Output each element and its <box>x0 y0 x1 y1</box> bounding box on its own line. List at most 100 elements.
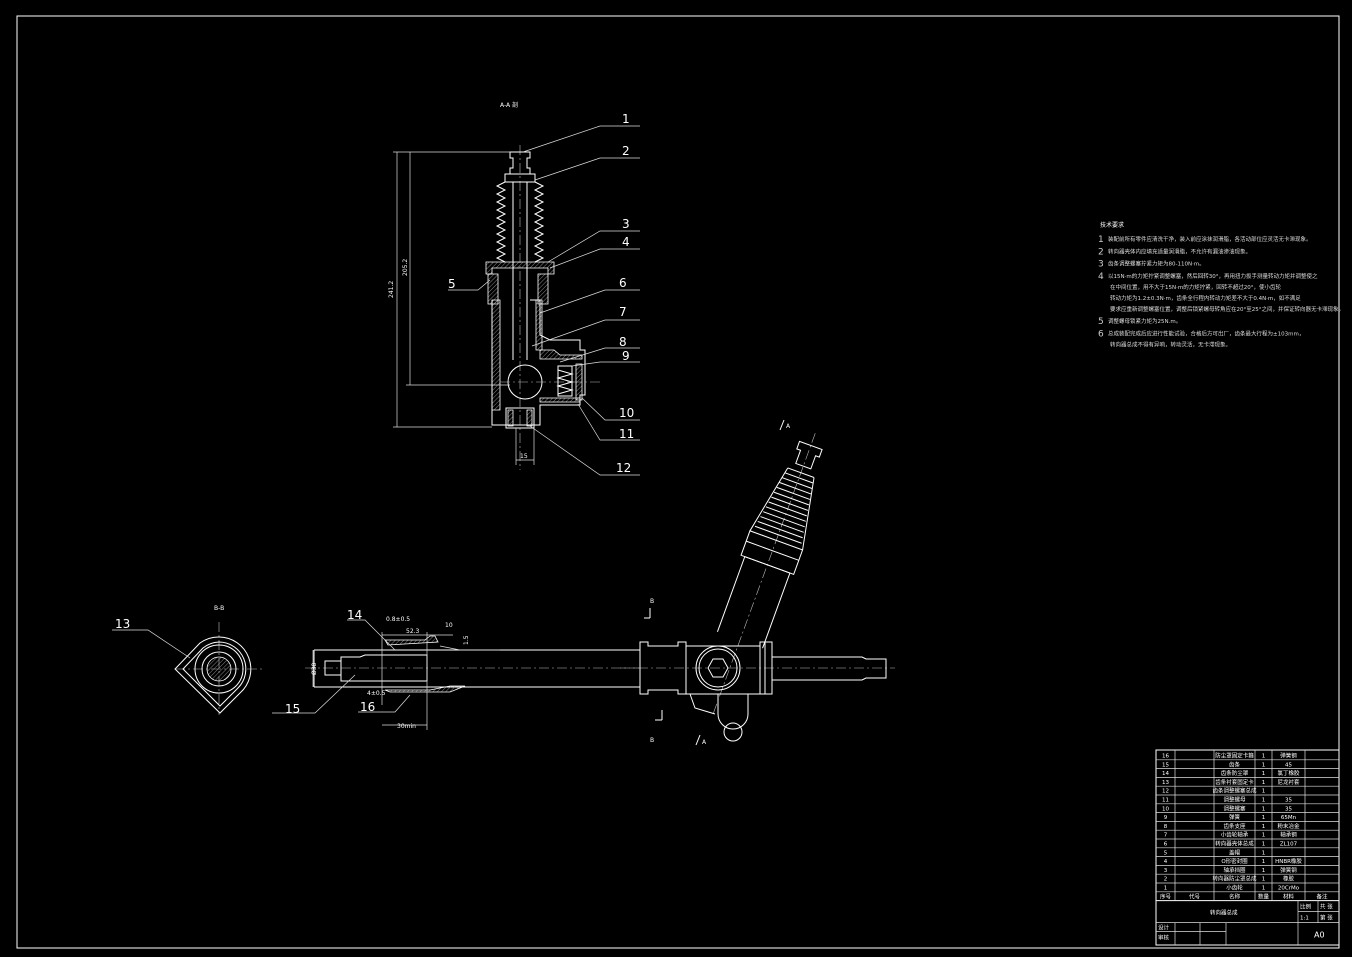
parts-cell-qty: 1 <box>1262 842 1266 848</box>
parts-cell-no: 2 <box>1164 877 1168 883</box>
steering-gear-assembly: B B A A <box>620 419 895 746</box>
dim-center-height: 205.2 <box>402 259 409 276</box>
balloon-1: 1 <box>622 112 630 126</box>
note-line: 转向器壳体内应填充适量润滑脂，不允许有漏油渗油现象。 <box>1108 247 1251 255</box>
scale-value: 1:1 <box>1300 916 1309 922</box>
note-line: 调整螺母锁紧力矩为25N.m。 <box>1108 317 1181 325</box>
sheet-number: 第 张 <box>1320 914 1333 922</box>
parts-cell-no: 1 <box>1164 886 1168 892</box>
parts-cell-material: 弹簧钢 <box>1280 752 1297 760</box>
parts-cell-material: 尼龙衬套 <box>1277 778 1300 786</box>
section-mark-b-bottom: B <box>650 737 654 744</box>
parts-cell-name: 轴承挡圈 <box>1223 866 1246 874</box>
parts-header-material: 材料 <box>1283 892 1295 900</box>
note-line: 齿条调整螺塞拧紧力矩为80-110N·m。 <box>1108 260 1205 268</box>
note-line: 以15N·m的力矩拧紧调整螺塞，然后回转30°，再用扭力扳手测量转动力矩并调整使… <box>1108 272 1318 280</box>
balloon-3: 3 <box>622 217 630 231</box>
parts-cell-material: 氯丁橡胶 <box>1277 769 1300 777</box>
parts-cell-qty: 1 <box>1262 771 1266 777</box>
designed-label: 设计 <box>1158 924 1170 932</box>
parts-cell-name: 齿条调整螺塞总成 <box>1212 787 1257 795</box>
parts-cell-qty: 1 <box>1262 886 1266 892</box>
parts-cell-qty: 1 <box>1262 815 1266 821</box>
balloon-11: 11 <box>619 427 634 441</box>
parts-cell-name: 防尘罩固定卡箍 <box>1215 752 1254 760</box>
parts-cell-material: 轴承钢 <box>1280 831 1297 839</box>
parts-cell-name: 齿条支座 <box>1223 822 1246 830</box>
parts-cell-material: HNBR橡胶 <box>1275 857 1302 865</box>
parts-cell-qty: 1 <box>1262 798 1266 804</box>
balloon-8: 8 <box>619 335 627 349</box>
parts-cell-no: 14 <box>1162 771 1169 777</box>
note-line: 要求应重新调整螺塞位置，调整后锁紧螺母转角应在20°至25°之间，并保证转向器无… <box>1110 305 1344 313</box>
dim-boot-length: 52.3 <box>406 628 420 635</box>
parts-cell-material: 橡胶 <box>1283 875 1295 883</box>
parts-cell-qty: 1 <box>1262 850 1266 856</box>
parts-cell-qty: 1 <box>1262 859 1266 865</box>
parts-cell-material: 35 <box>1285 798 1292 804</box>
parts-cell-no: 3 <box>1164 868 1168 874</box>
parts-cell-name: 转向器防尘罩总成 <box>1212 875 1257 883</box>
parts-cell-name: 齿条 <box>1229 760 1241 768</box>
parts-cell-name: 调整螺塞 <box>1223 804 1246 812</box>
parts-cell-material: 45 <box>1285 762 1292 768</box>
balloon-14: 14 <box>347 608 362 622</box>
parts-cell-no: 11 <box>1162 798 1169 804</box>
note-line: 总成装配完成后应进行性能试验，合格后方可出厂，齿条最大行程为±103mm， <box>1108 330 1304 338</box>
balloon-4: 4 <box>622 235 630 249</box>
dim-overall-height: 241.2 <box>388 281 395 298</box>
section-bb-view: B-B 13 <box>112 605 265 715</box>
parts-cell-material: 粉末冶金 <box>1277 822 1300 830</box>
parts-cell-qty: 1 <box>1262 824 1266 830</box>
parts-cell-name: 齿条防尘罩 <box>1221 769 1249 777</box>
section-mark-a-top: A <box>786 423 791 430</box>
note-line: 转向器总成不得有异响，转动灵活，无卡滞现象。 <box>1110 341 1231 349</box>
parts-list-row: 12 齿条调整螺塞总成 1 <box>1162 787 1265 795</box>
parts-cell-name: O形密封圈 <box>1221 857 1248 865</box>
balloon-13: 13 <box>115 617 130 631</box>
parts-header-name: 名称 <box>1229 892 1241 900</box>
balloon-9: 9 <box>622 349 630 363</box>
note-line: 转动力矩为1.2±0.3N·m，齿条全行程内转动力矩差不大于0.4N·m，如不满… <box>1110 294 1301 302</box>
parts-list-row: 5 盖帽 1 <box>1164 848 1266 856</box>
dim-rack-dia: Ø38 <box>311 662 318 675</box>
parts-cell-no: 12 <box>1162 789 1169 795</box>
balloon-5: 5 <box>448 277 456 291</box>
dim-plug-width: 15 <box>520 453 528 460</box>
dim-gap: 10 <box>445 622 453 629</box>
parts-cell-name: 转向器壳体总成 <box>1215 840 1254 848</box>
parts-header-code: 代号 <box>1189 892 1201 900</box>
balloon-12: 12 <box>616 461 631 475</box>
parts-cell-qty: 1 <box>1262 806 1266 812</box>
note-number: 3 <box>1098 260 1104 270</box>
parts-cell-qty: 1 <box>1262 789 1266 795</box>
note-number: 6 <box>1098 330 1104 340</box>
balloon-10: 10 <box>619 406 634 420</box>
scale-label: 比例 <box>1300 903 1312 911</box>
rack-end-detail: 0.8±0.5 52.3 10 1.5 Ø38 4±0.5 30min 14 1… <box>272 608 640 730</box>
parts-cell-no: 5 <box>1164 850 1168 856</box>
note-number: 5 <box>1098 317 1104 327</box>
parts-cell-material: ZL107 <box>1280 842 1298 848</box>
parts-cell-name: 盖帽 <box>1229 848 1241 856</box>
section-bb-title: B-B <box>214 605 224 612</box>
section-mark-a-bottom: A <box>702 739 707 746</box>
parts-cell-name: 小齿轮 <box>1226 884 1243 892</box>
balloon-6: 6 <box>619 276 627 290</box>
parts-list-row: 14 齿条防尘罩 1 氯丁橡胶 <box>1162 769 1300 777</box>
parts-cell-no: 7 <box>1164 833 1168 839</box>
parts-cell-qty: 1 <box>1262 780 1266 786</box>
parts-header-qty: 数量 <box>1258 892 1270 900</box>
parts-cell-material: 35 <box>1285 806 1292 812</box>
